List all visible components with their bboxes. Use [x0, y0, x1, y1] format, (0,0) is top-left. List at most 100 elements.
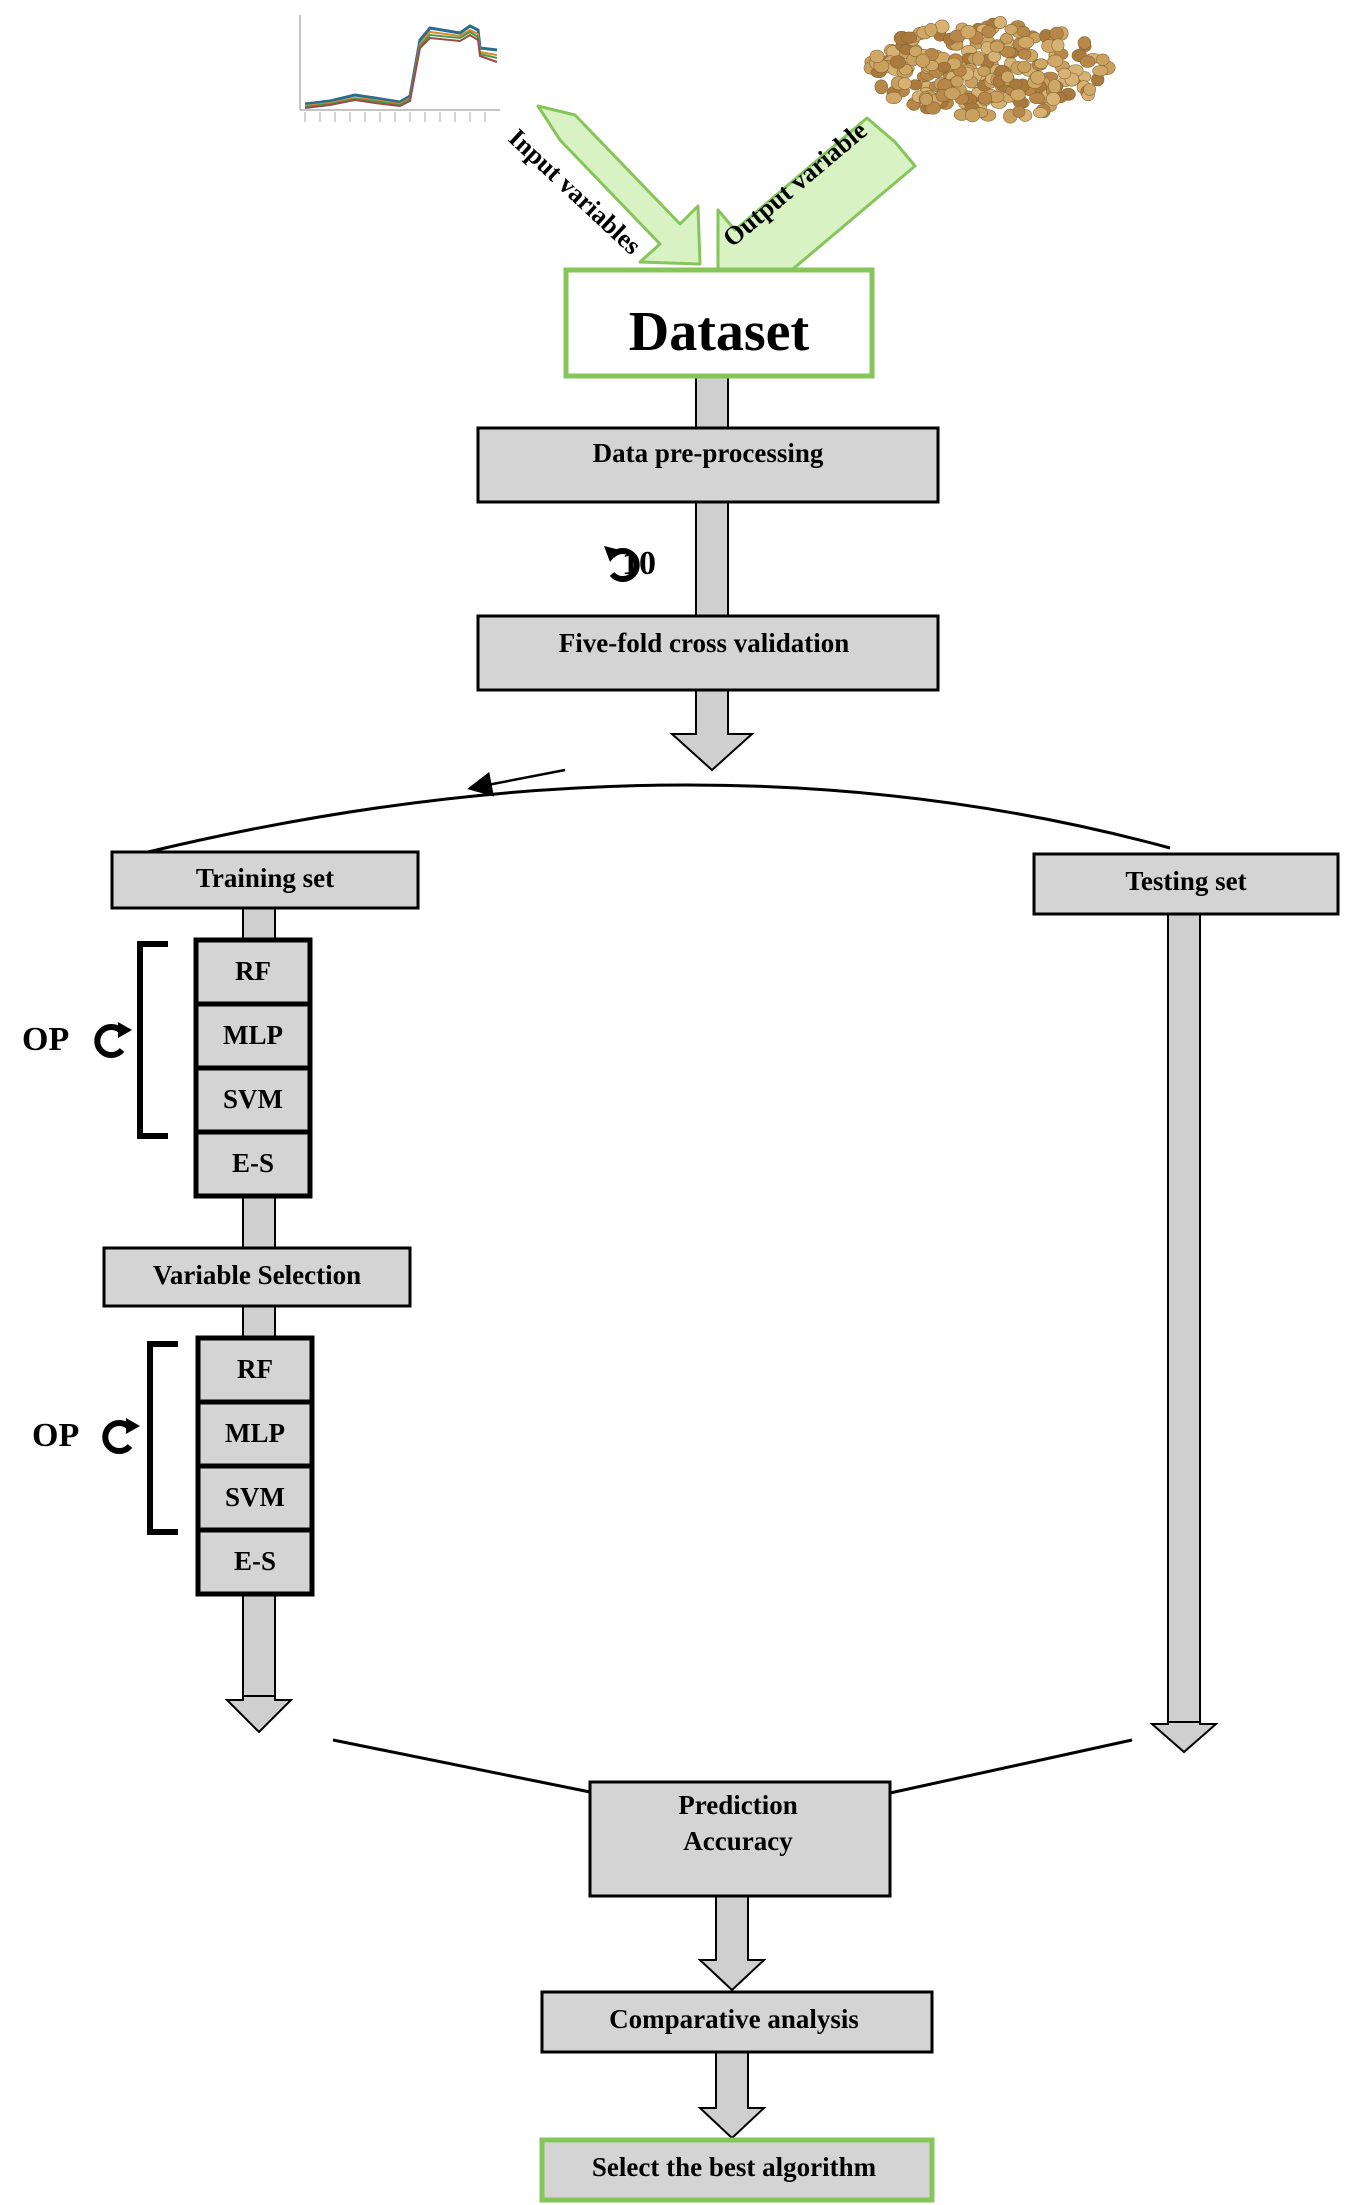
- soybean-seed: [1092, 65, 1109, 77]
- testing-shaft-arrowhead: [1149, 1721, 1219, 1754]
- select-best-algorithm-box: Select the best algorithm: [539, 2137, 935, 2203]
- soybean-seed: [977, 91, 992, 105]
- bracket-before-selection: [137, 941, 168, 1139]
- comparative-to-best-arrow: [697, 2051, 767, 2140]
- soybean-seed: [1077, 36, 1092, 50]
- model-box: [195, 1527, 315, 1597]
- soybean-seed: [1016, 25, 1030, 37]
- model-label: SVM: [223, 1084, 283, 1114]
- soybean-seed: [1049, 26, 1064, 41]
- soybean-seed: [999, 46, 1017, 58]
- input-variables-arrow: Input variables: [503, 104, 702, 266]
- soybean-seed: [964, 108, 980, 123]
- soybean-seed: [1047, 54, 1064, 68]
- soybean-seed: [1001, 70, 1014, 83]
- soybean-seed: [915, 53, 930, 68]
- soybean-seed: [874, 79, 888, 95]
- soybean-seeds-photo: [863, 15, 1116, 124]
- split-direction-arrow: [467, 768, 566, 797]
- model-label: MLP: [225, 1418, 285, 1448]
- soybean-seed: [889, 55, 907, 69]
- variable-selection-box: Variable Selection: [102, 1246, 412, 1308]
- training-shaft-arrowhead: [224, 1695, 294, 1734]
- merge-line-left: [332, 1738, 591, 1794]
- model-label: RF: [237, 1354, 273, 1384]
- shaft-crossval-arrowhead: [669, 689, 755, 772]
- testing-shaft: [1167, 913, 1201, 1723]
- preprocessing-box: Data pre-processing: [476, 426, 940, 504]
- preprocessing-label: Data pre-processing: [593, 438, 824, 468]
- prediction-accuracy-box: Prediction Accuracy: [588, 1780, 892, 1898]
- variable-selection-label: Variable Selection: [153, 1260, 361, 1290]
- bracket-after-selection: [147, 1341, 178, 1535]
- soybean-seed: [885, 91, 902, 104]
- circular-arrow-icon: [102, 1420, 133, 1454]
- soybean-seed: [924, 22, 938, 37]
- soybean-seed: [1048, 79, 1062, 94]
- model-box: [193, 937, 313, 1007]
- soybean-seed: [977, 65, 991, 77]
- soybean-seed: [960, 24, 977, 40]
- repeat-count: 10: [622, 545, 656, 582]
- op-label-before: OP: [22, 1021, 69, 1058]
- soybean-seed: [950, 75, 964, 88]
- circular-arrow-icon: [94, 1024, 125, 1058]
- model-box: [195, 1463, 315, 1533]
- training-set-box: Training set: [110, 850, 420, 910]
- soybean-seed: [1046, 92, 1061, 107]
- prediction-to-comparative-arrow: [697, 1895, 767, 1992]
- prediction-label: Prediction: [678, 1790, 797, 1820]
- models-group-after-selection: RF MLP SVM E-S: [195, 1335, 315, 1597]
- model-label: RF: [235, 956, 271, 986]
- soybean-seed: [993, 15, 1007, 29]
- soybean-seed: [1034, 58, 1048, 70]
- select-best-algorithm-label: Select the best algorithm: [592, 2152, 877, 2182]
- soybean-seed: [1029, 92, 1046, 104]
- model-label: MLP: [223, 1020, 283, 1050]
- comparative-analysis-label: Comparative analysis: [609, 2004, 859, 2034]
- op-indicator-before: OP: [22, 1021, 132, 1058]
- op-label-after: OP: [32, 1417, 79, 1454]
- spectra-thumbnail: [290, 10, 505, 130]
- merge-line-right: [889, 1738, 1133, 1795]
- comparative-analysis-box: Comparative analysis: [540, 1990, 934, 2054]
- soybean-seed: [1017, 60, 1032, 74]
- cross-validation-box: Five-fold cross validation: [476, 614, 940, 692]
- model-box: [193, 1001, 313, 1071]
- soybean-seed: [1030, 70, 1046, 85]
- models-group-before-selection: RF MLP SVM E-S: [193, 937, 313, 1199]
- soybean-seed: [897, 77, 912, 90]
- soybean-seed: [981, 25, 996, 38]
- soybean-seed: [909, 45, 922, 58]
- model-label: E-S: [232, 1148, 274, 1178]
- soybean-seed: [971, 51, 985, 66]
- soybean-seed: [1012, 105, 1026, 118]
- soybean-seed: [1004, 23, 1018, 35]
- dataset-label: Dataset: [629, 301, 810, 363]
- training-set-label: Training set: [196, 863, 334, 893]
- model-label: SVM: [225, 1482, 285, 1512]
- soybean-seed: [1083, 83, 1096, 96]
- op-indicator-after: OP: [32, 1417, 140, 1454]
- soybean-seed: [987, 50, 1001, 63]
- soybean-seed: [1018, 48, 1032, 60]
- soybean-seed: [944, 87, 961, 100]
- testing-set-label: Testing set: [1125, 866, 1246, 896]
- circular-arrow-icon: [609, 548, 640, 582]
- model-label: E-S: [234, 1546, 276, 1576]
- soybean-seed: [1096, 53, 1110, 66]
- soybean-seed: [1017, 36, 1035, 49]
- output-variable-arrow: Output variable: [716, 116, 917, 292]
- soybean-seed: [937, 61, 952, 73]
- dataset-box: Dataset: [563, 267, 875, 379]
- soybean-seed: [1009, 78, 1023, 90]
- model-box: [193, 1129, 313, 1199]
- soybean-seed: [1079, 55, 1096, 68]
- accuracy-label: Accuracy: [683, 1826, 793, 1856]
- soybean-seed: [1051, 38, 1065, 53]
- testing-set-box: Testing set: [1032, 852, 1340, 916]
- split-curve: [147, 783, 1171, 854]
- soybean-seed: [901, 31, 918, 44]
- cross-validation-label: Five-fold cross validation: [559, 628, 850, 658]
